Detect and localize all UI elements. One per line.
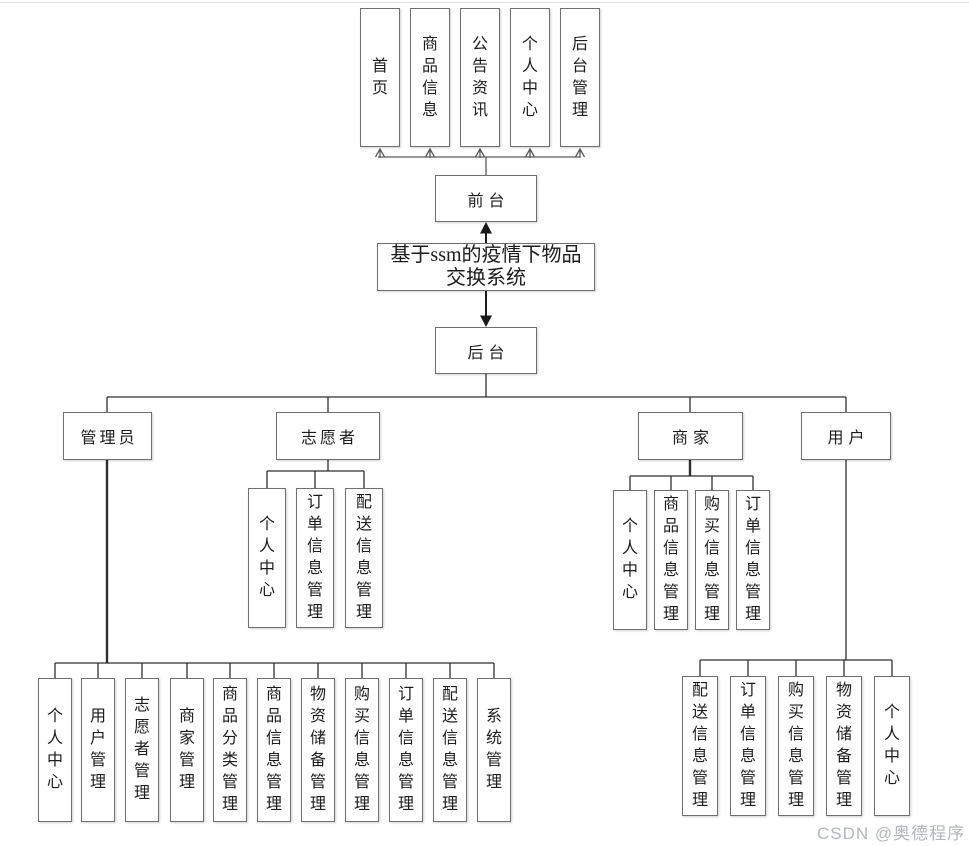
node-admin-merchant-mgmt: 商家管理	[170, 678, 204, 822]
frontend-children-connectors	[374, 147, 586, 175]
node-admin-product-category-mgmt-label: 商品分类管理	[221, 686, 238, 813]
backend-to-roles-connectors	[106, 374, 847, 412]
node-user-supplies-reserve-mgmt: 物资储备管理	[826, 676, 862, 816]
node-admin-product-category-mgmt: 商品分类管理	[213, 678, 247, 822]
node-admin-product-info-mgmt-label: 商品信息管理	[265, 686, 282, 813]
node-admin-delivery-info-mgmt: 配送信息管理	[433, 678, 467, 822]
node-admin-system-mgmt-label: 系统管理	[485, 708, 502, 791]
node-role-merchant-label: 商家	[671, 430, 714, 447]
node-user-order-info-mgmt: 订单信息管理	[730, 676, 766, 816]
node-admin-personal-center: 个人中心	[38, 678, 72, 822]
node-role-user: 用户	[801, 412, 891, 460]
node-role-user-label: 用户	[827, 430, 870, 447]
node-merchant-order-info-mgmt: 订单信息管理	[736, 490, 770, 630]
system-title-line1: 基于ssm的疫情下物品	[390, 244, 582, 266]
node-role-volunteer-label: 志愿者	[300, 430, 358, 447]
node-admin-purchase-info-mgmt: 购买信息管理	[345, 678, 379, 822]
node-home-label: 首页	[371, 57, 388, 97]
node-user-purchase-info-mgmt: 购买信息管理	[778, 676, 814, 816]
node-role-admin: 管理员	[63, 412, 152, 460]
node-personal-center-front: 个人中心	[510, 8, 550, 147]
merchant-children-connectors	[629, 460, 754, 490]
node-volunteer-personal-center-label: 个人中心	[258, 516, 275, 599]
node-volunteer-delivery-info-mgmt: 配送信息管理	[345, 488, 383, 628]
node-system-title: 基于ssm的疫情下物品 交换系统	[377, 243, 595, 291]
node-home: 首页	[360, 8, 400, 147]
node-volunteer-order-info-mgmt: 订单信息管理	[296, 488, 334, 628]
node-user-order-info-mgmt-label: 订单信息管理	[739, 682, 756, 809]
admin-children-connectors	[54, 460, 495, 678]
node-user-supplies-reserve-mgmt-label: 物资储备管理	[835, 682, 852, 809]
node-user-personal-center: 个人中心	[874, 676, 910, 816]
title-to-frontend-arrow	[480, 222, 492, 243]
node-admin-product-info-mgmt: 商品信息管理	[257, 678, 291, 822]
node-admin-delivery-info-mgmt-label: 配送信息管理	[441, 686, 458, 813]
node-backstage-mgmt: 后台管理	[560, 8, 600, 147]
node-announcements-label: 公告资讯	[471, 35, 488, 119]
node-merchant-purchase-info-mgmt-label: 购买信息管理	[703, 496, 720, 623]
node-admin-volunteer-mgmt: 志愿者管理	[125, 678, 159, 822]
node-frontend: 前台	[435, 175, 537, 222]
node-admin-system-mgmt: 系统管理	[477, 678, 511, 822]
node-merchant-purchase-info-mgmt: 购买信息管理	[695, 490, 729, 630]
node-merchant-order-info-mgmt-label: 订单信息管理	[744, 496, 761, 623]
node-user-delivery-info-mgmt-label: 配送信息管理	[691, 682, 708, 809]
csdn-watermark: CSDN @奥德程序	[817, 824, 966, 843]
node-user-purchase-info-mgmt-label: 购买信息管理	[787, 682, 804, 809]
node-backend: 后台	[435, 327, 537, 374]
node-admin-user-mgmt: 用户管理	[81, 678, 115, 822]
title-to-backend-arrow	[480, 291, 492, 327]
volunteer-children-connectors	[266, 460, 365, 488]
node-admin-merchant-mgmt-label: 商家管理	[178, 708, 195, 791]
node-merchant-product-info-mgmt: 商品信息管理	[654, 490, 688, 630]
system-title-line2: 交换系统	[446, 267, 526, 289]
node-volunteer-personal-center: 个人中心	[248, 488, 286, 628]
node-role-admin-label: 管理员	[80, 430, 138, 447]
node-admin-order-info-mgmt-label: 订单信息管理	[397, 686, 414, 813]
node-volunteer-delivery-info-mgmt-label: 配送信息管理	[355, 494, 372, 621]
node-merchant-product-info-mgmt-label: 商品信息管理	[662, 496, 679, 623]
node-admin-order-info-mgmt: 订单信息管理	[389, 678, 423, 822]
node-admin-personal-center-label: 个人中心	[46, 708, 63, 791]
node-merchant-personal-center-label: 个人中心	[621, 518, 638, 601]
node-admin-supplies-reserve-mgmt: 物资储备管理	[301, 678, 335, 822]
node-product-info: 商品信息	[410, 8, 450, 147]
node-announcements: 公告资讯	[460, 8, 500, 147]
node-admin-purchase-info-mgmt-label: 购买信息管理	[353, 686, 370, 813]
node-personal-center-front-label: 个人中心	[521, 35, 538, 119]
node-role-volunteer: 志愿者	[276, 412, 380, 460]
user-children-connectors	[699, 460, 893, 676]
node-merchant-personal-center: 个人中心	[613, 490, 647, 630]
node-product-info-label: 商品信息	[421, 35, 438, 119]
node-admin-volunteer-mgmt-label: 志愿者管理	[133, 697, 150, 802]
node-backstage-mgmt-label: 后台管理	[571, 35, 588, 119]
node-user-delivery-info-mgmt: 配送信息管理	[682, 676, 718, 816]
node-admin-supplies-reserve-mgmt-label: 物资储备管理	[309, 686, 326, 813]
node-frontend-label: 前台	[467, 192, 510, 210]
node-role-merchant: 商家	[638, 412, 743, 460]
node-volunteer-order-info-mgmt-label: 订单信息管理	[306, 494, 323, 621]
node-user-personal-center-label: 个人中心	[883, 704, 900, 787]
node-backend-label: 后台	[467, 344, 510, 362]
node-admin-user-mgmt-label: 用户管理	[89, 708, 106, 791]
